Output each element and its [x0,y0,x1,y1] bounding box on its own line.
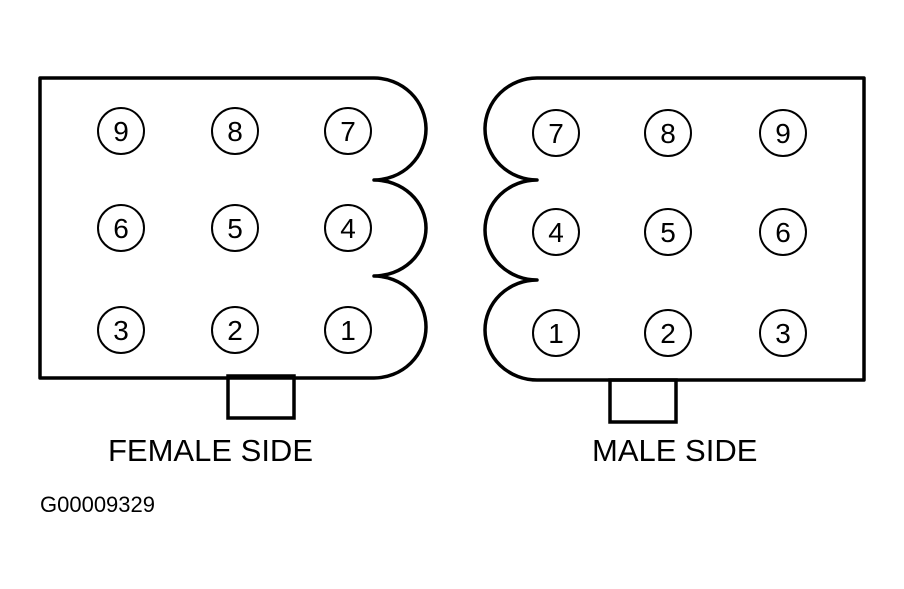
pin-number: 9 [113,116,129,147]
male-pin-4: 4 [532,208,580,256]
pin-circle [211,107,259,155]
pin-number: 7 [548,118,564,149]
pin-number: 2 [227,315,243,346]
female-pin-grid: 9 8 7 6 5 4 3 2 1 [97,107,372,354]
male-pin-6: 6 [759,208,807,256]
male-pin-1: 1 [532,309,580,357]
pin-circle [324,306,372,354]
pin-circle [211,306,259,354]
pin-circle [97,107,145,155]
pin-circle [759,109,807,157]
pin-circle [324,107,372,155]
pin-circle [97,306,145,354]
pin-circle [644,208,692,256]
pin-number: 8 [227,116,243,147]
pin-number: 2 [660,318,676,349]
male-pin-9: 9 [759,109,807,157]
male-connector: 7 8 9 4 5 6 1 2 3 [483,76,866,424]
pin-circle [324,204,372,252]
male-side-label: MALE SIDE [592,433,758,468]
pin-number: 6 [775,217,791,248]
pin-circle [644,309,692,357]
male-pin-8: 8 [644,109,692,157]
male-pin-2: 2 [644,309,692,357]
female-pin-9: 9 [97,107,145,155]
pin-circle [532,309,580,357]
female-pin-5: 5 [211,204,259,252]
pin-number: 9 [775,118,791,149]
female-pin-6: 6 [97,204,145,252]
pin-circle [759,208,807,256]
pin-number: 6 [113,213,129,244]
female-connector: 9 8 7 6 5 4 3 2 1 [38,76,428,420]
pin-circle [759,309,807,357]
pin-number: 7 [340,116,356,147]
male-pin-7: 7 [532,109,580,157]
female-pin-7: 7 [324,107,372,155]
pin-number: 4 [548,217,564,248]
female-side-label: FEMALE SIDE [108,433,313,468]
male-locking-tab [608,378,678,424]
pin-number: 5 [660,217,676,248]
pin-circle [644,109,692,157]
male-pin-grid: 7 8 9 4 5 6 1 2 3 [532,109,807,357]
female-connector-outline [38,76,428,380]
pin-number: 3 [113,315,129,346]
female-pin-8: 8 [211,107,259,155]
pin-number: 3 [775,318,791,349]
pin-number: 4 [340,213,356,244]
pin-number: 8 [660,118,676,149]
pin-number: 1 [340,315,356,346]
pin-circle [211,204,259,252]
male-pin-3: 3 [759,309,807,357]
figure-identifier: G00009329 [40,492,155,517]
female-pin-1: 1 [324,306,372,354]
pin-number: 5 [227,213,243,244]
female-locking-tab [226,374,296,420]
female-pin-2: 2 [211,306,259,354]
pin-circle [532,208,580,256]
female-pin-4: 4 [324,204,372,252]
male-connector-outline [483,76,866,382]
pin-circle [97,204,145,252]
pin-circle [532,109,580,157]
female-pin-3: 3 [97,306,145,354]
pin-number: 1 [548,318,564,349]
male-pin-5: 5 [644,208,692,256]
